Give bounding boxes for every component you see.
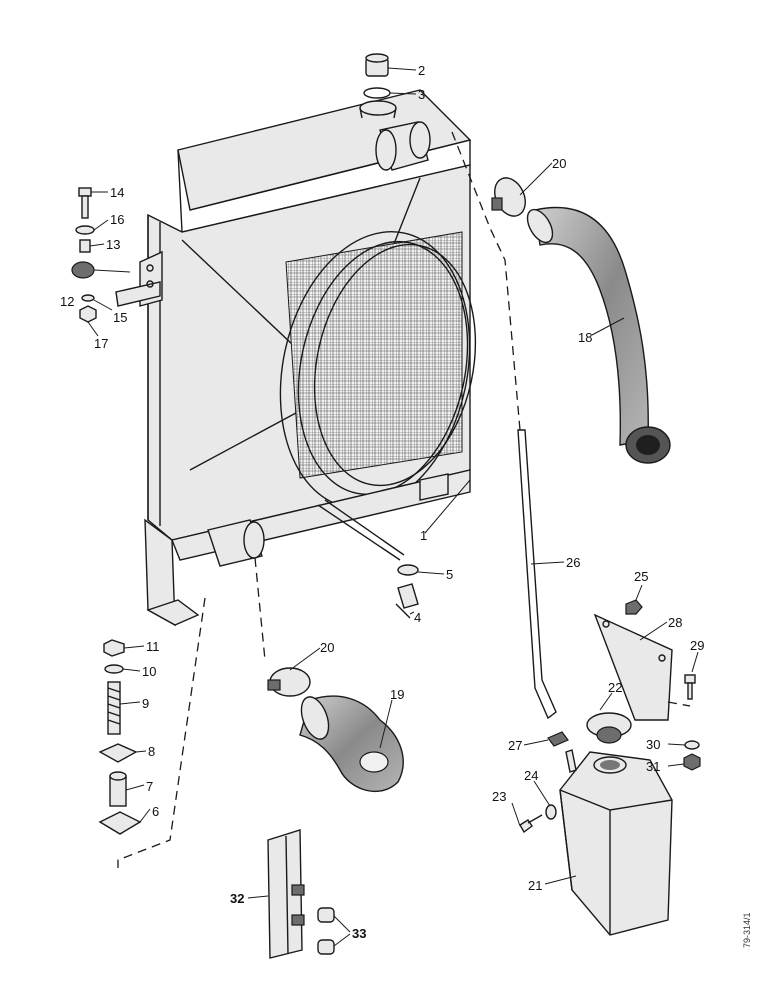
label-28: 28: [668, 615, 682, 630]
label-8: 8: [148, 744, 155, 759]
label-13: 13: [106, 237, 120, 252]
label-27: 27: [508, 738, 522, 753]
hardware-left-upper: [71, 187, 97, 323]
hardware-tank: [519, 599, 701, 834]
label-2: 2: [418, 63, 425, 78]
label-16: 16: [110, 212, 124, 227]
label-9: 9: [142, 696, 149, 711]
assembly-lines: [117, 131, 691, 868]
label-11: 11: [146, 639, 160, 654]
label-5: 5: [446, 567, 453, 582]
label-32: 32: [230, 891, 244, 906]
label-15: 15: [113, 310, 127, 325]
part-labels: 2 3 1 4 5 6 7 8 9 10 11 12 13 14 16 15 1…: [60, 63, 704, 941]
expansion-tank: [559, 749, 673, 936]
label-25: 25: [634, 569, 648, 584]
label-18: 18: [578, 330, 592, 345]
top-hose: [526, 206, 671, 464]
support-bracket: [267, 829, 335, 959]
radiator-cap: [363, 53, 391, 99]
leader-lines: [87, 67, 699, 947]
label-4: 4: [414, 610, 421, 625]
drawing-reference: 79-314/1: [742, 912, 752, 948]
label-14: 14: [110, 185, 124, 200]
tank-bracket: [593, 613, 673, 721]
bottom-hose: [299, 695, 404, 793]
hose-clip-lower: [267, 667, 311, 697]
label-24: 24: [524, 768, 538, 783]
label-1: 1: [420, 528, 427, 543]
label-26: 26: [566, 555, 580, 570]
label-20-upper: 20: [552, 156, 566, 171]
label-19: 19: [390, 687, 404, 702]
hardware-left-lower: [98, 639, 142, 835]
label-3: 3: [418, 87, 425, 102]
label-22: 22: [608, 680, 622, 695]
label-10: 10: [142, 664, 156, 679]
label-12: 12: [60, 294, 74, 309]
label-17: 17: [94, 336, 108, 351]
label-23: 23: [492, 789, 506, 804]
filler-cap: [586, 712, 632, 744]
label-33: 33: [352, 926, 366, 941]
label-7: 7: [146, 779, 153, 794]
label-21: 21: [528, 878, 542, 893]
drain-tap: [395, 564, 419, 619]
label-30: 30: [646, 737, 660, 752]
label-20-lower: 20: [320, 640, 334, 655]
overflow-pipe: [517, 429, 557, 720]
radiator-assembly: [115, 89, 477, 627]
hose-clip-upper: [491, 177, 526, 217]
label-31: 31: [646, 759, 660, 774]
label-6: 6: [152, 804, 159, 819]
label-29: 29: [690, 638, 704, 653]
